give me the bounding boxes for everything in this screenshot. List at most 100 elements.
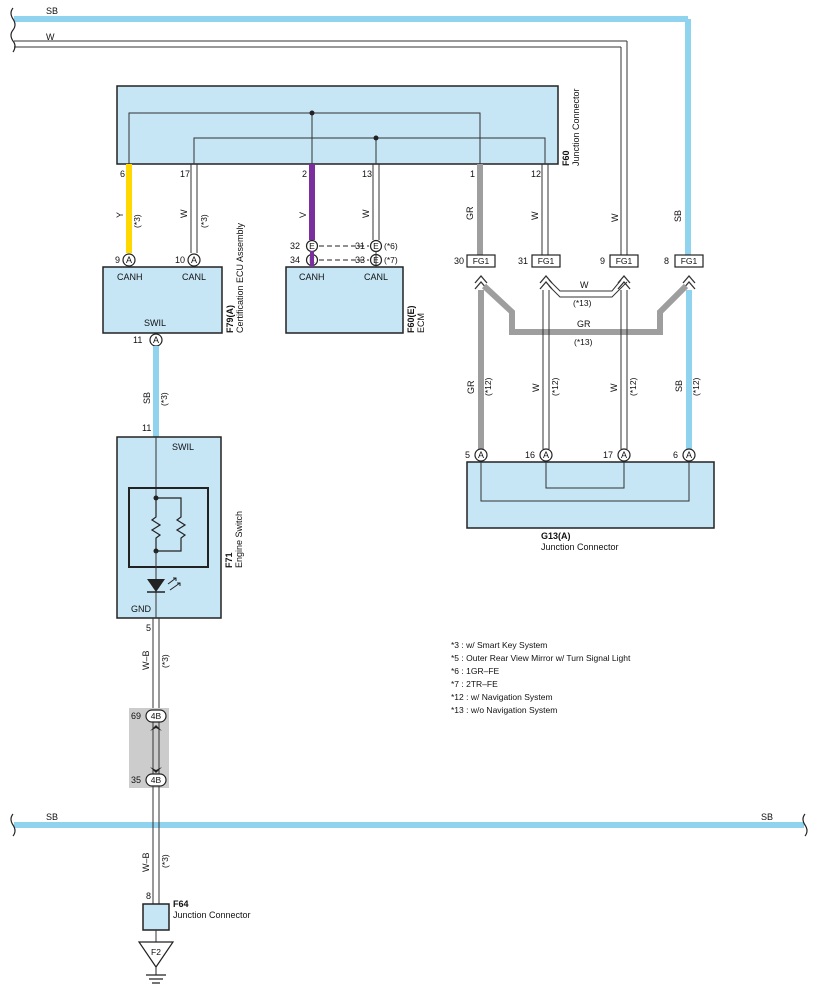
g13-code: G13(A) (541, 531, 571, 541)
led-icon (147, 579, 165, 592)
f71-switch-module (128, 487, 209, 568)
f64-pin8: 8 (146, 891, 151, 901)
ecm-canl: CANL (364, 272, 388, 282)
ecm-pin33: 33 (355, 255, 365, 265)
ecm-cond-6: (*6) (384, 241, 398, 251)
g13-pin17-letter: A (621, 450, 627, 460)
f64-name: Junction Connector (173, 910, 251, 920)
wire-wb-1-condition: (*3) (160, 654, 170, 668)
fg1-pin31-num: 31 (518, 256, 528, 266)
ecm-pin32-connector: E (305, 239, 319, 253)
wire-gr-crossover-condition: (*13) (574, 337, 593, 347)
f79-pin9: 9 (115, 255, 120, 265)
f71-code: F71 (224, 552, 234, 568)
f71-pin11: 11 (142, 423, 151, 433)
ecm-canh: CANH (299, 272, 325, 282)
wire-sb-swil-label: SB (142, 392, 152, 404)
wire-v-label: V (298, 212, 308, 218)
ecm-code: F60(E) (406, 305, 416, 333)
fg1-pin8-num: 8 (664, 256, 669, 266)
fg1-pin9-code: FG1 (616, 256, 633, 266)
j4b-pin69-code: 4B (151, 711, 162, 721)
fg1-pin30-code: FG1 (473, 256, 490, 266)
f79-canl: CANL (182, 272, 206, 282)
fg1-pin8: FG1 (674, 254, 704, 268)
f60-pin-12: 12 (531, 169, 541, 179)
wire-gr-nav-condition: (*12) (483, 377, 493, 396)
f60-code: F60 (561, 150, 571, 166)
sb-bus-top-label: SB (46, 6, 58, 16)
wire-sb-nav-label: SB (674, 380, 684, 392)
g13-pin16-letter: A (543, 450, 549, 460)
wire-w-nav-1-label: W (531, 383, 541, 392)
g13-pin16-connector: A (539, 448, 553, 462)
f79-pin11-connector: A (149, 333, 163, 347)
j4b-pin35-code: 4B (151, 775, 162, 785)
note-12: *12 : w/ Navigation System (451, 692, 553, 702)
f79-pin10-connector: A (187, 253, 201, 267)
f60-splice-dot-1 (309, 110, 315, 116)
ecm-pin34: 34 (290, 255, 300, 265)
note-3: *3 : w/ Smart Key System (451, 640, 547, 650)
fg1-pin8-code: FG1 (681, 256, 698, 266)
wire-w-nav-2-condition: (*12) (628, 377, 638, 396)
f71-gnd: GND (131, 604, 152, 614)
fg1-pin30-num: 30 (454, 256, 464, 266)
sb-vertical-label: SB (673, 210, 683, 222)
wire-sb-nav-condition: (*12) (691, 377, 701, 396)
f60-internal-bus-2 (193, 137, 546, 164)
f79-name: Certification ECU Assembly (235, 222, 245, 333)
sb-bus-bottom-label-right: SB (761, 812, 773, 822)
wire-y-condition: (*3) (132, 214, 142, 228)
led-light-rays-icon (167, 577, 181, 591)
f79-pin10-conn-letter: A (191, 255, 197, 265)
g13-pin6-connector: A (682, 448, 696, 462)
f79-pin9-conn-letter: A (126, 255, 132, 265)
g13-pin16: 16 (525, 450, 535, 460)
ground-point-icon (137, 941, 175, 969)
note-7: *7 : 2TR–FE (451, 679, 498, 689)
wire-wb-2-label: W–B (141, 852, 151, 872)
j4b-pin69: 69 (131, 711, 141, 721)
f60-pin-13: 13 (362, 169, 372, 179)
ecm-box (285, 266, 404, 334)
wire-wb-1-label: W–B (141, 650, 151, 670)
f71-box (116, 436, 222, 619)
f71-node-top (153, 495, 159, 501)
f60-pin-1: 1 (470, 169, 475, 179)
g13-pin17: 17 (603, 450, 613, 460)
f79-pin9-connector: A (122, 253, 136, 267)
wire-wb-2-condition: (*3) (160, 854, 170, 868)
wire-w-nav-1-condition: (*12) (550, 377, 560, 396)
g13-internal-bus-1 (480, 462, 690, 502)
f71-pin5: 5 (146, 623, 151, 633)
f60-pin-2: 2 (302, 169, 307, 179)
f79-swil: SWIL (144, 318, 166, 328)
f60-name: Junction Connector (571, 88, 581, 166)
ground-code: F2 (151, 947, 161, 957)
note-6: *6 : 1GR–FE (451, 666, 500, 676)
f64-code: F64 (173, 899, 189, 909)
resistor-right-icon (156, 497, 187, 552)
resistor-left-icon (150, 498, 162, 551)
wire-y-label: Y (115, 212, 125, 218)
f64-box (142, 903, 170, 931)
bus-break-bottom-right (802, 813, 808, 837)
wire-w-crossover-a (548, 279, 622, 292)
g13-pin5-connector: A (474, 448, 488, 462)
w-bus-label: W (46, 32, 55, 42)
ecm-pin31: 31 (355, 241, 365, 251)
bus-break-top-left (10, 7, 16, 53)
j4b-pin69-connector: 4B (145, 709, 167, 723)
f79-box (102, 266, 223, 334)
f71-swil: SWIL (172, 442, 194, 452)
g13-pin6: 6 (673, 450, 678, 460)
note-13: *13 : w/o Navigation System (451, 705, 557, 715)
f60-box (116, 85, 559, 165)
f60-pin-17: 17 (180, 169, 190, 179)
wire-w-crossover-label: W (580, 280, 589, 290)
notes-list: *3 : w/ Smart Key System *5 : Outer Rear… (451, 640, 631, 715)
wire-w-crossover-condition: (*13) (573, 298, 592, 308)
g13-pin6-letter: A (686, 450, 692, 460)
f79-canh: CANH (117, 272, 143, 282)
